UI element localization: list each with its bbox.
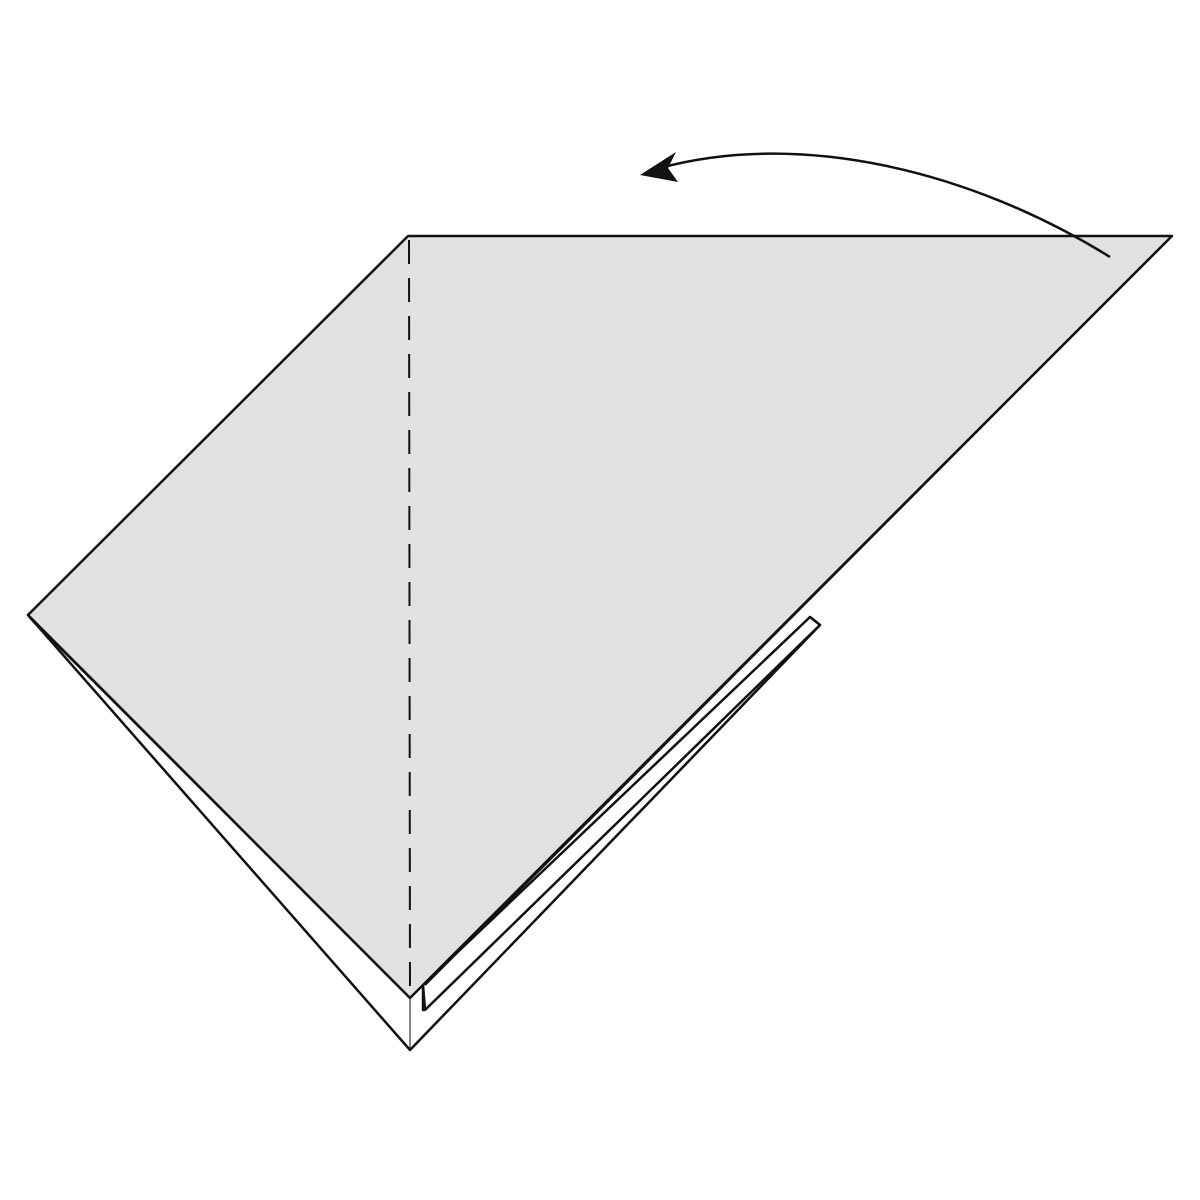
arrowhead-icon <box>640 152 678 182</box>
flap-layer-edge <box>424 247 1161 986</box>
middle-flap <box>421 615 822 1012</box>
fold-arrow <box>657 152 1111 259</box>
front-flap <box>26 234 1174 1000</box>
valley-fold-line <box>408 239 411 996</box>
